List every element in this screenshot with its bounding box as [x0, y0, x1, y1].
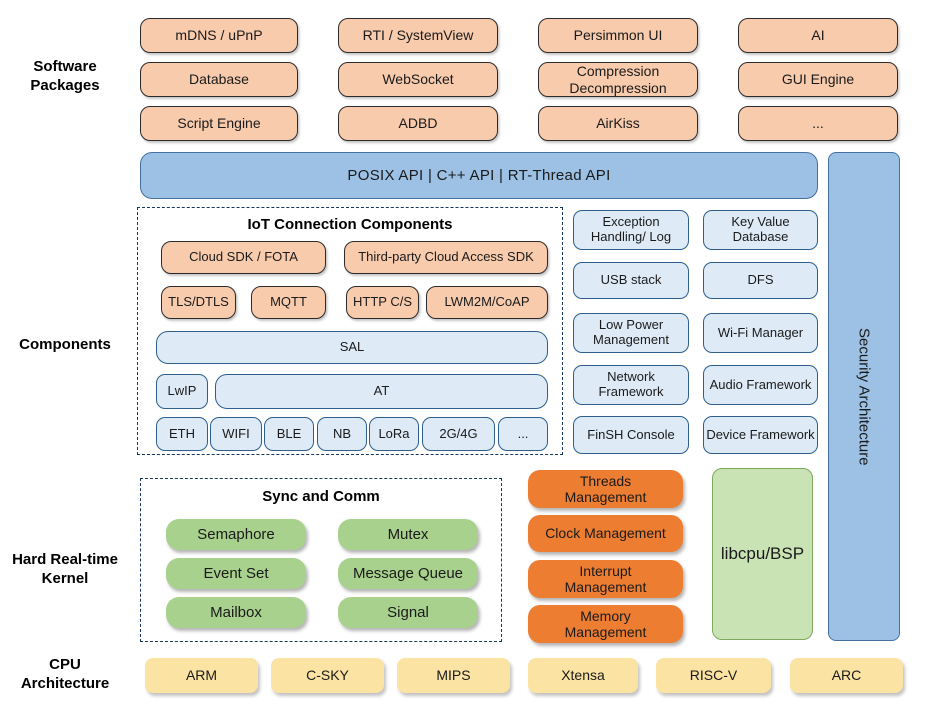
nb-box: NB [317, 417, 367, 451]
cpu-xtensa-box: Xtensa [528, 658, 638, 693]
device-framework-box: Device Framework [703, 416, 818, 454]
package-box-persimmon-ui: Persimmon UI [538, 18, 698, 53]
dfs-box: DFS [703, 262, 818, 299]
eth-box: ETH [156, 417, 208, 451]
sal-box: SAL [156, 331, 548, 364]
security-architecture-bar: Security Architecture [828, 152, 900, 641]
threads-management-box: Threads Management [528, 470, 683, 508]
mqtt-box: MQTT [251, 286, 326, 319]
package-box-gui-engine: GUI Engine [738, 62, 898, 97]
iot-connection-components-group: IoT Connection Components Cloud SDK / FO… [137, 207, 563, 455]
message-queue-box: Message Queue [338, 558, 478, 589]
lwip-box: LwIP [156, 374, 208, 409]
clock-management-box: Clock Management [528, 515, 683, 552]
libcpu-bsp-box: libcpu/BSP [712, 468, 813, 640]
event-set-box: Event Set [166, 558, 306, 589]
key-value-database-box: Key Value Database [703, 210, 818, 250]
package-box-websocket: WebSocket [338, 62, 498, 97]
signal-box: Signal [338, 597, 478, 628]
audio-framework-box: Audio Framework [703, 365, 818, 405]
at-box: AT [215, 374, 548, 409]
wifi-manager-box: Wi-Fi Manager [703, 313, 818, 353]
http-cs-box: HTTP C/S [346, 286, 419, 319]
more-links-box: ... [498, 417, 548, 451]
ble-box: BLE [264, 417, 314, 451]
cpu-riscv-box: RISC-V [656, 658, 771, 693]
package-box-ai: AI [738, 18, 898, 53]
low-power-management-box: Low Power Management [573, 313, 689, 353]
semaphore-box: Semaphore [166, 519, 306, 550]
cpu-arm-box: ARM [145, 658, 258, 693]
cpu-architecture-label: CPU Architecture [20, 656, 110, 692]
api-bar: POSIX API | C++ API | RT-Thread API [140, 152, 818, 199]
cpu-arc-box: ARC [790, 658, 903, 693]
cpu-csky-box: C-SKY [271, 658, 384, 693]
sync-and-comm-group: Sync and Comm Semaphore Mutex Event Set … [140, 478, 502, 642]
package-box-database: Database [140, 62, 298, 97]
interrupt-management-box: Interrupt Management [528, 560, 683, 598]
memory-management-box: Memory Management [528, 605, 683, 643]
package-box-rti-systemview: RTI / SystemView [338, 18, 498, 53]
package-box-compression: Compression Decompression [538, 62, 698, 97]
package-box-airkiss: AirKiss [538, 106, 698, 141]
mutex-box: Mutex [338, 519, 478, 550]
tls-dtls-box: TLS/DTLS [161, 286, 236, 319]
software-packages-label: Software Packages [30, 58, 100, 94]
wifi-box: WIFI [210, 417, 262, 451]
mailbox-box: Mailbox [166, 597, 306, 628]
sync-and-comm-title: Sync and Comm [262, 488, 380, 505]
finsh-console-box: FinSH Console [573, 416, 689, 454]
cpu-mips-box: MIPS [397, 658, 510, 693]
package-box-script-engine: Script Engine [140, 106, 298, 141]
network-framework-box: Network Framework [573, 365, 689, 405]
third-party-cloud-access-sdk-box: Third-party Cloud Access SDK [344, 241, 548, 274]
components-label: Components [19, 336, 111, 353]
iot-connection-components-title: IoT Connection Components [247, 216, 453, 233]
kernel-label: Hard Real-time Kernel [12, 551, 118, 587]
cloud-sdk-fota-box: Cloud SDK / FOTA [161, 241, 326, 274]
lwm2m-coap-box: LWM2M/CoAP [426, 286, 548, 319]
package-box-mdns-upnp: mDNS / uPnP [140, 18, 298, 53]
lora-box: LoRa [369, 417, 419, 451]
usb-stack-box: USB stack [573, 262, 689, 299]
exception-handling-log-box: Exception Handling/ Log [573, 210, 689, 250]
2g-4g-box: 2G/4G [422, 417, 495, 451]
package-box-adbd: ADBD [338, 106, 498, 141]
package-box-more: ... [738, 106, 898, 141]
